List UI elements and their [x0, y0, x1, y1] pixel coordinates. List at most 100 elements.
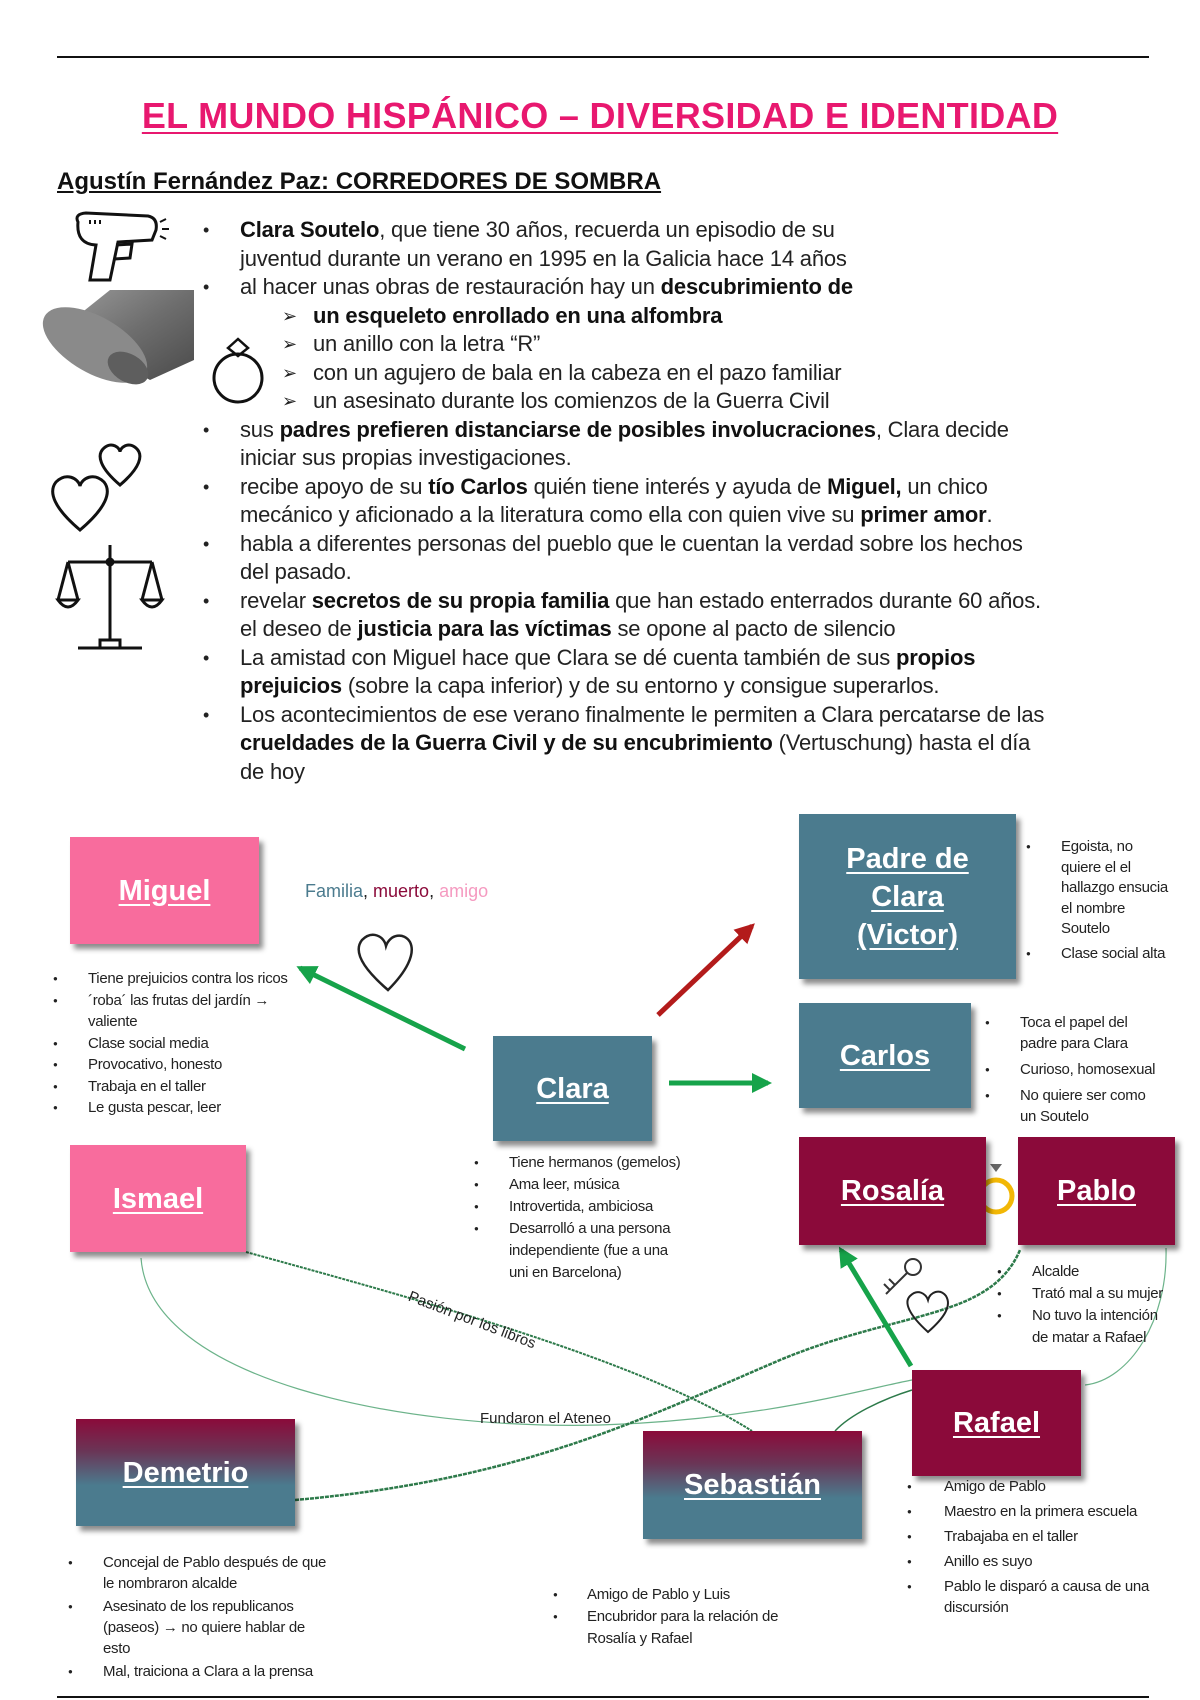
link-ismael-sebastian: [245, 1251, 753, 1432]
arrow-clara-miguel: [296, 965, 467, 1052]
bullet-icon: ●: [553, 1612, 558, 1621]
text: que han estado enterrados durante 60 año…: [609, 587, 1041, 613]
note-line: Desarrolló a una persona: [509, 1220, 671, 1237]
note-line: un Soutelo: [1020, 1108, 1089, 1125]
bullet-text: mecánico y aficionado a la literatura co…: [240, 501, 993, 530]
note-line: Tiene prejuicios contra los ricos: [88, 970, 288, 987]
bullet-icon: •: [203, 533, 210, 554]
bullet-icon: ●: [474, 1180, 479, 1189]
text: del pasado.: [240, 559, 352, 584]
note-line: discursión: [944, 1599, 1009, 1616]
section-heading: Agustín Fernández Paz: CORREDORES DE SOM…: [57, 168, 662, 195]
bullet-icon: ●: [997, 1289, 1002, 1298]
link-sebastian-rafael: [834, 1389, 913, 1432]
text: revelar: [240, 587, 312, 613]
bullet-icon: ●: [907, 1507, 912, 1516]
bullet-icon: ●: [907, 1482, 912, 1491]
bullet-text: de hoy: [240, 758, 305, 787]
node-sebastian[interactable]: Sebastián: [643, 1431, 862, 1539]
note-item: ●Clase social media: [53, 1033, 288, 1055]
bullet-line: •sus padres prefieren distanciarse de po…: [0, 416, 1200, 445]
bullet-icon: ●: [53, 974, 58, 983]
node-rosalia[interactable]: Rosalía: [799, 1137, 986, 1245]
bullet-icon: •: [203, 419, 210, 440]
note-line: Encubridor para la relación de: [587, 1608, 779, 1625]
bullet-text: recibe apoyo de su tío Carlos quién tien…: [240, 473, 988, 502]
bullet-icon: ●: [68, 1558, 73, 1567]
bullet-icon: ●: [985, 1091, 990, 1100]
bullet-icon: ●: [907, 1582, 912, 1591]
note-line: valiente: [88, 1013, 138, 1030]
arrow-bullet-icon: ➢: [282, 305, 297, 326]
note-line: Egoista, no: [1061, 838, 1133, 855]
bold-text: propios: [895, 644, 976, 670]
bullet-text: revelar secretos de su propia familia qu…: [240, 587, 1041, 616]
bullet-line: prejuicios (sobre la capa inferior) y de…: [0, 672, 1200, 701]
bottom-rule: [57, 1696, 1149, 1698]
notes-clara: ●Tiene hermanos (gemelos)●Ama leer, músi…: [474, 1152, 681, 1284]
water-gun-icon: [75, 211, 169, 282]
heart-icon: [906, 1290, 949, 1334]
heart-icon: [357, 933, 413, 992]
bullet-icon: ●: [53, 1081, 58, 1091]
bullet-line: •La amistad con Miguel hace que Clara se…: [0, 644, 1200, 673]
note-item: ●Trabaja en el taller: [53, 1076, 288, 1098]
bullet-line: del pasado.: [0, 558, 1200, 587]
note-line: Ama leer, música: [509, 1176, 620, 1193]
legend-separator: ,: [363, 881, 374, 901]
note-item: ● Maestro en la primera escuela: [907, 1501, 1149, 1522]
note-line: Curioso, homosexual: [1020, 1061, 1156, 1078]
node-miguel[interactable]: Miguel: [70, 837, 259, 944]
note-item: ●Mal, traiciona a Clara a la prensa: [68, 1661, 326, 1682]
note-line: Introvertida, ambiciosa: [509, 1198, 654, 1215]
bullet-text: crueldades de la Guerra Civil y de su en…: [240, 729, 1030, 758]
bullet-icon: ●: [1026, 948, 1031, 958]
summary-bullets: •Clara Soutelo, que tiene 30 años, recue…: [0, 216, 1200, 786]
node-pablo[interactable]: Pablo: [1018, 1137, 1175, 1245]
node-rafael[interactable]: Rafael: [912, 1370, 1081, 1476]
bullet-icon: ●: [53, 1060, 58, 1069]
sub-bullet-line: ➢un asesinato durante los comienzos de l…: [0, 387, 1200, 416]
bullet-icon: •: [203, 704, 210, 725]
bullet-line: juventud durante un verano en 1995 en la…: [0, 245, 1200, 274]
text: (Vertuschung) hasta el día: [772, 730, 1031, 755]
key-icon: [883, 1258, 922, 1295]
arrow-rafael-rosalia: [838, 1246, 914, 1368]
note-line: Maestro en la primera escuela: [944, 1503, 1138, 1520]
bullet-text: Los acontecimientos de ese verano finalm…: [240, 701, 1044, 730]
note-item: ● Ama leer, música: [474, 1174, 681, 1196]
bullet-line: •habla a diferentes personas del pueblo …: [0, 530, 1200, 559]
arrow-clara-padre: [656, 923, 755, 1017]
note-line: el nombre: [1061, 899, 1126, 917]
note-line: Asesinato de los republicanos: [103, 1598, 294, 1615]
text: .: [986, 502, 993, 527]
note-item: ● Provocativo, honesto: [53, 1054, 288, 1076]
relation-label-ateneo: Fundaron el Ateneo: [480, 1410, 611, 1427]
note-line: Amigo de Pablo y Luis: [587, 1586, 730, 1603]
bold-text: tío Carlos: [428, 473, 528, 499]
node-clara[interactable]: Clara: [493, 1036, 652, 1141]
note-line: Provocativo, honesto: [88, 1056, 223, 1073]
bold-text: crueldades de la Guerra Civil y de su en…: [240, 730, 773, 755]
bold-text: primer amor: [860, 502, 987, 527]
note-line: Clase social alta: [1061, 944, 1166, 962]
node-carlos[interactable]: Carlos: [799, 1003, 971, 1108]
bullet-text: al hacer unas obras de restauración hay …: [240, 273, 853, 302]
node-demetrio[interactable]: Demetrio: [76, 1419, 295, 1526]
node-ismael[interactable]: Ismael: [70, 1145, 246, 1252]
note-line: (paseos) → no quiere hablar de: [103, 1619, 305, 1636]
legend-amigo: amigo: [439, 881, 489, 901]
bold-text: descubrimiento de: [660, 274, 853, 299]
bullet-line: iniciar sus propias investigaciones.: [0, 444, 1200, 473]
note-line: de matar a Rafael: [1032, 1329, 1147, 1346]
bold-text: padres prefieren distanciarse de posible…: [279, 416, 876, 442]
node-padre-de-clara[interactable]: Padre de Clara (Victor): [799, 814, 1016, 979]
note-line: le nombraron alcalde: [103, 1575, 238, 1592]
note-line: Amigo de Pablo: [944, 1478, 1046, 1495]
note-line: quiere el el: [1061, 858, 1131, 876]
